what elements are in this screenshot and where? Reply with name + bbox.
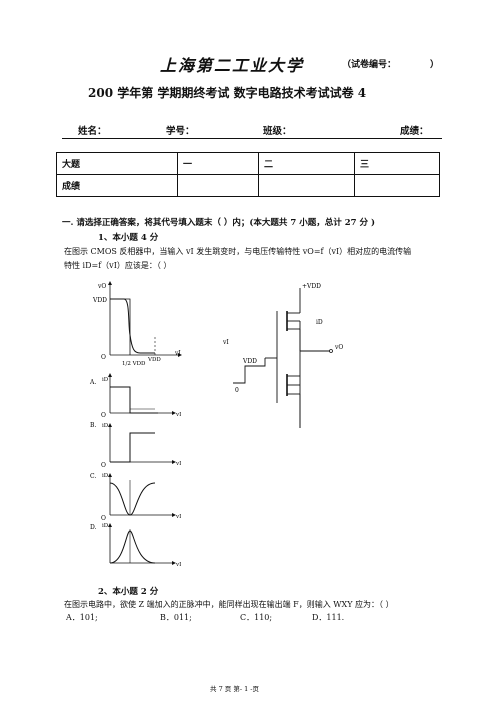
origin-label: O xyxy=(101,515,106,522)
id-label: iD xyxy=(102,377,109,383)
option-c-label: C. xyxy=(90,473,96,480)
vo-label: vO xyxy=(334,344,343,351)
vo-label: vO xyxy=(97,283,106,290)
option-b-label: B. xyxy=(90,422,96,429)
transfer-characteristic-graphs: vO VDD O 1/2 VDD VDD vI A. iD O vI B. iD… xyxy=(89,281,182,568)
score-table: 大题 一 二 三 成绩 xyxy=(56,152,440,197)
vi-label: vI xyxy=(175,562,181,568)
vi-label: vI xyxy=(222,339,229,346)
question-1-heading: 1、本小题 4 分 xyxy=(98,233,159,243)
table-row: 大题 一 二 三 xyxy=(56,152,440,175)
id-label: iD xyxy=(102,423,109,429)
option-a-label: A. xyxy=(89,379,96,386)
table-cell xyxy=(177,174,259,197)
paper-code-close: ） xyxy=(430,60,440,70)
option-c: C．110; xyxy=(240,613,273,622)
option-a-graph: A. iD O vI xyxy=(89,373,181,419)
student-id-field-label: 学号： xyxy=(166,126,195,137)
page-footer: 共 7 页 第- 1 -页 xyxy=(210,685,259,693)
name-field-label: 姓名： xyxy=(78,126,107,137)
option-c-graph: C. iD O vI xyxy=(90,473,181,522)
question-2-text: 在图示电路中，欲使 Z 端加入的正脉冲中，能同样出现在输出端 F，则输入 WXY… xyxy=(64,600,394,609)
option-b-graph: B. iD O vI xyxy=(90,422,181,469)
table-cell: 大题 xyxy=(56,152,178,175)
vo-vi-graph: vO VDD O 1/2 VDD VDD vI xyxy=(92,281,182,367)
paper-code-label: （试卷编号： xyxy=(342,60,397,70)
id-label: iD xyxy=(102,523,109,529)
supply-label: +VDD xyxy=(302,283,321,290)
vdd-axis-label: VDD xyxy=(147,357,161,363)
score-field-label: 成绩： xyxy=(400,126,429,137)
table-cell: 二 xyxy=(258,152,355,175)
cmos-inverter-circuit: +VDD iD vO vI VDD 0 xyxy=(222,283,343,428)
table-cell: 三 xyxy=(354,152,440,175)
table-row: 成绩 xyxy=(56,174,440,197)
section-title: 一. 请选择正确答案，将其代号填入题末（ ）内；(本大题共 7 小题，总计 27… xyxy=(62,218,375,228)
vdd-label: VDD xyxy=(242,358,257,365)
table-cell: 一 xyxy=(177,152,259,175)
vi-label: vI xyxy=(175,461,181,467)
table-cell: 成绩 xyxy=(56,174,178,197)
origin-label: O xyxy=(101,462,106,469)
option-d-graph: D. iD vI xyxy=(90,523,181,568)
half-vdd-label: 1/2 VDD xyxy=(122,361,146,367)
question-2-heading: 2、本小题 2 分 xyxy=(98,587,159,597)
option-b: B．011; xyxy=(160,613,192,622)
question-1-text-line1: 在图示 CMOS 反相器中，当输入 vI 发生跳变时，与电压传输特性 vO=f（… xyxy=(64,247,412,256)
drain-current-label: iD xyxy=(316,319,323,326)
exam-subtitle: 200 学年第 学期期终考试 数字电路技术考试试卷 4 xyxy=(88,86,367,100)
origin-label: O xyxy=(101,354,106,361)
id-label: iD xyxy=(102,473,109,479)
vdd-label: VDD xyxy=(92,297,107,304)
vi-label: vI xyxy=(174,350,181,357)
zero-label: 0 xyxy=(235,387,239,394)
class-field-label: 班级： xyxy=(263,126,292,137)
origin-label: O xyxy=(101,412,106,419)
info-underline xyxy=(62,138,442,139)
school-name: 上海第二工业大学 xyxy=(160,56,305,75)
table-cell xyxy=(258,174,355,197)
vi-label: vI xyxy=(175,514,181,520)
option-d: D．111. xyxy=(312,613,345,622)
option-d-label: D. xyxy=(90,524,97,531)
question-1-text-line2: 特性 iD=f（vI）应该是：（ ） xyxy=(64,261,172,270)
table-cell xyxy=(354,174,440,197)
vi-label: vI xyxy=(175,412,181,418)
option-a: A．101; xyxy=(66,613,98,622)
